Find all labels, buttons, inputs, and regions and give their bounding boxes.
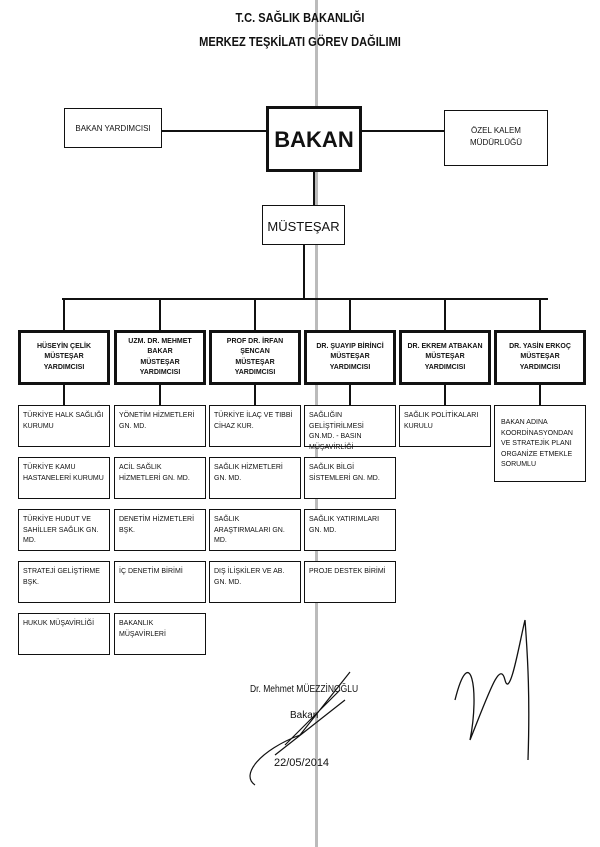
bakan-box: BAKAN (266, 106, 362, 172)
deputy-name: UZM. DR. MEHMET BAKAR (128, 337, 192, 356)
unit-box: YÖNETİM HİZMETLERİ GN. MD. (114, 405, 206, 447)
unit-box: TÜRKİYE HALK SAĞLIĞI KURUMU (18, 405, 110, 447)
deputy-box: PROF DR. İRFAN ŞENCAN MÜSTEŞAR YARDIMCIS… (209, 330, 301, 385)
unit-box: SAĞLIK HİZMETLERİ GN. MD. (209, 457, 301, 499)
deputy-box: DR. YASİN ERKOÇ MÜSTEŞAR YARDIMCISI (494, 330, 586, 385)
unit-box: SAĞLIK ARAŞTIRMALARI GN. MD. (209, 509, 301, 551)
doc-subtitle: MERKEZ TEŞKİLATI GÖREV DAĞILIMI (199, 34, 401, 49)
signatory-role: Bakan (290, 710, 319, 721)
deputy-name: DR. YASİN ERKOÇ (509, 342, 571, 350)
signatory-name: Dr. Mehmet MÜEZZİNOĞLU (250, 684, 359, 695)
unit-box: SAĞLIĞIN GELİŞTİRİLMESİ GN.MD. - BASIN M… (304, 405, 396, 451)
ozel-kalem-box: ÖZEL KALEM MÜDÜRLÜĞÜ (444, 110, 548, 166)
signature-date: 22/05/2014 (274, 757, 330, 769)
unit-box: SAĞLIK BİLGİ SİSTEMLERİ GN. MD. (304, 457, 396, 499)
unit-box: TÜRKİYE HUDUT VE SAHİLLER SAĞLIK GN. MD. (18, 509, 110, 551)
unit-box: HUKUK MÜŞAVİRLİĞİ (18, 613, 110, 655)
unit-box: BAKANLIK MÜŞAVİRLERİ (114, 613, 206, 655)
unit-box: DENETİM HİZMETLERİ BŞK. (114, 509, 206, 551)
deputy-name: HÜSEYİN ÇELİK (36, 342, 92, 350)
unit-box: TÜRKİYE KAMU HASTANELERİ KURUMU (18, 457, 110, 499)
deputy-name: DR. EKREM ATBAKAN (407, 342, 483, 350)
deputy-name: DR. ŞUAYIP BİRİNCİ (316, 342, 384, 350)
deputy-box: HÜSEYİN ÇELİK MÜSTEŞAR YARDIMCISI (18, 330, 110, 385)
unit-box: SAĞLIK POLİTİKALARI KURULU (399, 405, 491, 447)
unit-box: SAĞLIK YATIRIMLARI GN. MD. (304, 509, 396, 551)
deputy-title: MÜSTEŞAR YARDIMCISI (329, 353, 371, 371)
bakan-yardimcisi-box: BAKAN YARDIMCISI (64, 108, 162, 148)
deputy-title: MÜSTEŞAR YARDIMCISI (519, 353, 561, 371)
deputy-title: MÜSTEŞAR YARDIMCISI (234, 358, 276, 377)
unit-box: DIŞ İLİŞKİLER VE AB. GN. MD. (209, 561, 301, 603)
deputy-box: UZM. DR. MEHMET BAKAR MÜSTEŞAR YARDIMCIS… (114, 330, 206, 385)
unit-box: BAKAN ADINA KOORDİNASYONDAN VE STRATEJİK… (494, 405, 586, 482)
unit-box: İÇ DENETİM BİRİMİ (114, 561, 206, 603)
deputy-title: MÜSTEŞAR YARDIMCISI (139, 358, 181, 377)
unit-box: ACİL SAĞLIK HİZMETLERİ GN. MD. (114, 457, 206, 499)
mustesar-box: MÜSTEŞAR (262, 205, 345, 245)
deputy-title: MÜSTEŞAR YARDIMCISI (424, 353, 466, 371)
doc-title: T.C. SAĞLIK BAKANLIĞI (235, 10, 365, 25)
deputy-box: DR. ŞUAYIP BİRİNCİ MÜSTEŞAR YARDIMCISI (304, 330, 396, 385)
deputy-name: PROF DR. İRFAN ŞENCAN (226, 337, 284, 356)
deputy-title: MÜSTEŞAR YARDIMCISI (43, 353, 85, 371)
deputy-box: DR. EKREM ATBAKAN MÜSTEŞAR YARDIMCISI (399, 330, 491, 385)
unit-box: TÜRKİYE İLAÇ VE TIBBİ CİHAZ KUR. (209, 405, 301, 447)
unit-box: PROJE DESTEK BİRİMİ (304, 561, 396, 603)
unit-box: STRATEJİ GELİŞTİRME BŞK. (18, 561, 110, 603)
